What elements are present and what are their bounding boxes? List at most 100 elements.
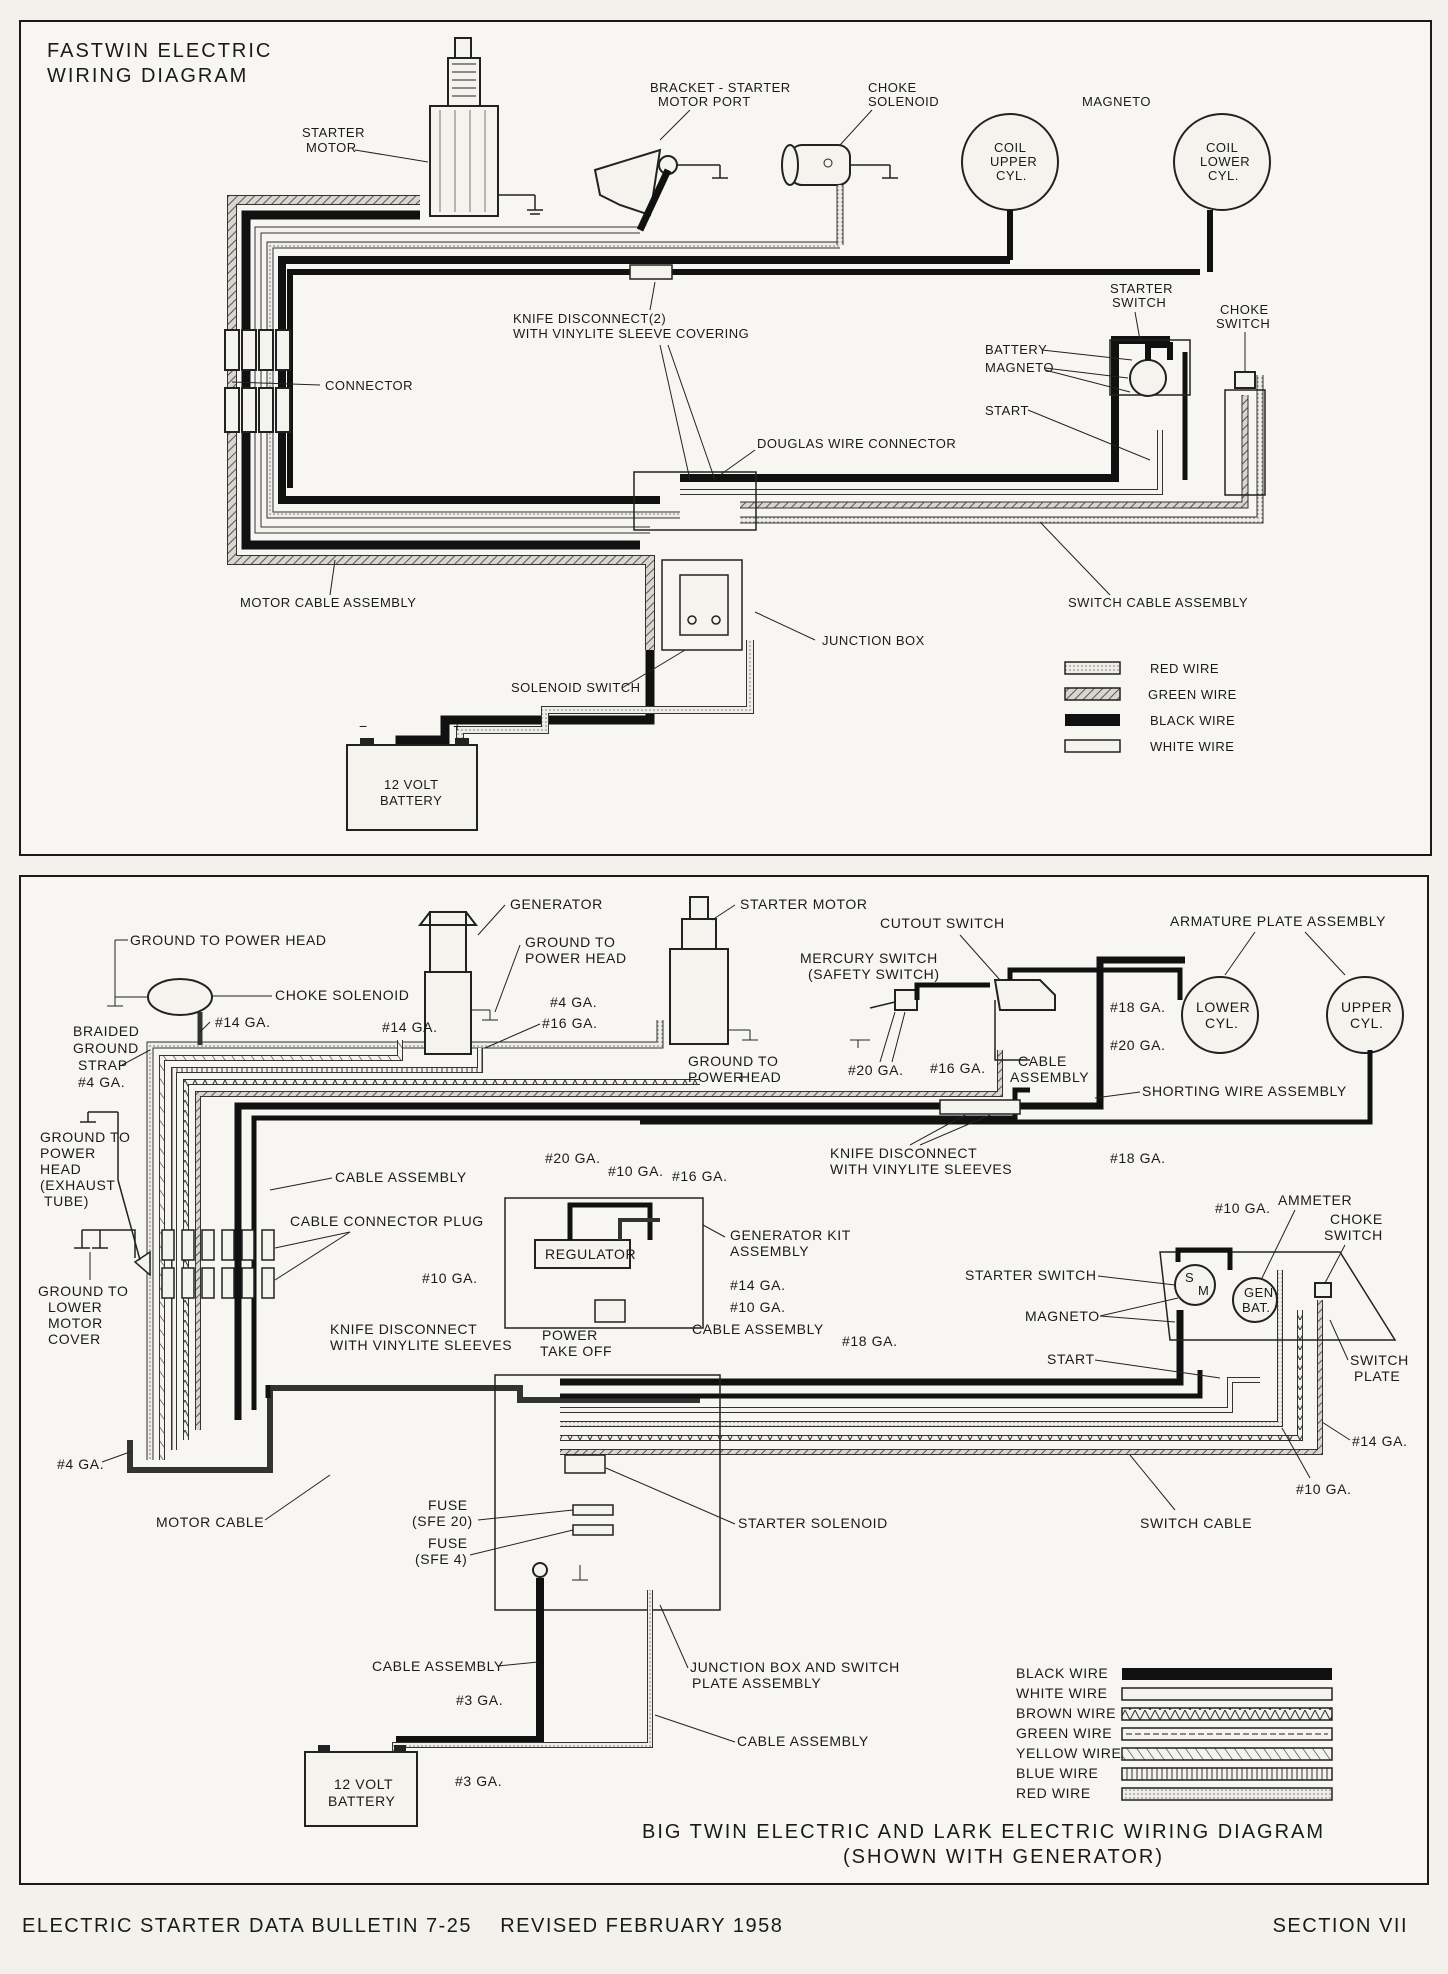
braided-label-4: #4 GA. [78,1074,125,1090]
cutout-switch-label: CUTOUT SWITCH [880,915,1005,931]
upper-cyl-label-2: CYL. [1350,1015,1384,1031]
top-legend-red: RED WIRE [1150,661,1219,676]
choke-solenoid-bottom-label: CHOKE SOLENOID [275,987,409,1003]
ground-gen-label-1: GROUND TO [525,934,615,950]
bottom-title-line1: BIG TWIN ELECTRIC AND LARK ELECTRIC WIRI… [642,1821,1325,1843]
braided-label-3: STRAP [78,1057,128,1073]
knife-disconnect [629,264,673,280]
ga20-harness: #20 GA. [545,1150,601,1166]
cable-assembly-c-label: CABLE ASSEMBLY [372,1658,504,1674]
starter-motor [429,37,543,217]
gen-kit-label-1: GENERATOR KIT [730,1227,851,1243]
starter-solenoid-label: STARTER SOLENOID [738,1515,888,1531]
section-footer: SECTION VII [1272,1915,1408,1937]
lower-cyl-label-1: LOWER [1196,999,1250,1015]
fuse-sfe20 [572,1504,614,1516]
coil-upper-label-1: COIL [994,140,1026,155]
coil-lower-cyl [1173,113,1271,211]
ga10-switch-plate: #10 GA. [1296,1481,1352,1497]
ground-exhaust-label-3: HEAD [40,1161,81,1177]
cable-connector-plug-label: CABLE CONNECTOR PLUG [290,1213,484,1229]
upper-cyl-coil [1326,976,1404,1054]
cable-assembly-small-1: CABLE [1018,1053,1067,1069]
starter-motor-bottom [669,896,758,1045]
mercury-label-2: (SAFETY SWITCH) [808,966,940,982]
legend-yellow: YELLOW WIRE [1016,1745,1121,1761]
knife-label-1: KNIFE DISCONNECT(2) [513,311,666,326]
solenoid-switch-label: SOLENOID SWITCH [511,680,641,695]
bracket-label-1: BRACKET - STARTER [650,80,791,95]
top-legend-black: BLACK WIRE [1150,713,1235,728]
fuse1-label-1: FUSE [428,1497,468,1513]
junction-box-label: JUNCTION BOX [822,633,925,648]
ga10-ammeter: #10 GA. [1215,1200,1271,1216]
choke-solenoid-label-1: CHOKE [868,80,917,95]
knife-small-label-1: KNIFE DISCONNECT [330,1321,477,1337]
cable-connector-plug [133,1229,275,1299]
battery-plus: + [453,718,462,734]
fuse-sfe4 [572,1524,614,1536]
power-take-off [594,1299,626,1323]
bracket-starter-motor-port [593,148,728,232]
choke-solenoid-bottom [107,978,213,1045]
starter-motor-label-1: STARTER [302,125,365,140]
douglas-wire-connector [633,471,757,531]
top-legend-white: WHITE WIRE [1150,739,1234,754]
ga18-switch: #18 GA. [842,1333,898,1349]
ga20-coil: #20 GA. [1110,1037,1166,1053]
upper-cyl-label-1: UPPER [1341,999,1392,1015]
junction-box-bottom [494,1374,721,1611]
top-legend-green: GREEN WIRE [1148,687,1237,702]
ground-exhaust-label-4: (EXHAUST [40,1177,116,1193]
armature-plate-label: ARMATURE PLATE ASSEMBLY [1170,913,1386,929]
gen-kit-label-2: ASSEMBLY [730,1243,809,1259]
ga20-mercury: #20 GA. [848,1062,904,1078]
battery-12v-bottom [304,1751,418,1827]
legend-blue: BLUE WIRE [1016,1765,1098,1781]
choke-switch-bottom [1314,1282,1332,1298]
pto-label-2: TAKE OFF [540,1343,612,1359]
ground-lower-label-1: GROUND TO [38,1283,128,1299]
legend-white: WHITE WIRE [1016,1685,1108,1701]
braided-label-2: GROUND [73,1040,139,1056]
ga10-reg: #10 GA. [422,1270,478,1286]
top-title-line1: FASTWIN ELECTRIC [47,40,272,62]
mercury-label-1: MERCURY SWITCH [800,950,938,966]
battery-positive-cable [457,640,753,745]
starter-switch-label-2: SWITCH [1112,295,1166,310]
ga16-gen-kit: #16 GA. [672,1168,728,1184]
ground-lower-label-2: LOWER [48,1299,102,1315]
magneto-label: MAGNETO [1082,94,1151,109]
ammeter-bat: BAT. [1242,1300,1271,1315]
battery-label-1: 12 VOLT [384,777,439,792]
ground-lower-label-3: MOTOR [48,1315,103,1331]
legend-green: GREEN WIRE [1016,1725,1112,1741]
bulletin-footer: ELECTRIC STARTER DATA BULLETIN 7-25 REVI… [22,1915,784,1937]
starter-motor-label-2: MOTOR [306,140,357,155]
pto-label-1: POWER [542,1327,598,1343]
ga4-starter: #4 GA. [550,994,597,1010]
cable-assembly-d-label: CABLE ASSEMBLY [737,1733,869,1749]
start-bottom-label: START [1047,1351,1095,1367]
switch-plate-label-1: SWITCH [1350,1352,1409,1368]
ground-exhaust-label-1: GROUND TO [40,1129,130,1145]
switch-plate [1159,1247,1397,1341]
ga18-coil: #18 GA. [1110,999,1166,1015]
bottom-legend: BLACK WIRE WHITE WIRE BROWN WIRE GREEN W… [1016,1665,1333,1801]
magneto-bottom-label: MAGNETO [1025,1308,1100,1324]
magneto-terminal-label: MAGNETO [985,360,1054,375]
ground-starter-label-3: HEAD [740,1069,781,1085]
fuse1-label-2: (SFE 20) [412,1513,473,1529]
ga4-braided: #4 GA. [57,1456,104,1472]
battery-terminal-label: BATTERY [985,342,1047,357]
legend-red: RED WIRE [1016,1785,1091,1801]
choke-solenoid-label-2: SOLENOID [868,94,939,109]
switch-cable-bottom-label: SWITCH CABLE [1140,1515,1252,1531]
battery-bottom-label-2: BATTERY [328,1793,396,1809]
choke-switch [1234,371,1256,389]
ga10-reg-c: #10 GA. [730,1299,786,1315]
shorting-wire-label: SHORTING WIRE ASSEMBLY [1142,1083,1347,1099]
ground-exhaust-label-5: TUBE) [44,1193,89,1209]
choke-switch-bottom-label-2: SWITCH [1324,1227,1383,1243]
coil-lower-label-2: LOWER [1200,154,1250,169]
